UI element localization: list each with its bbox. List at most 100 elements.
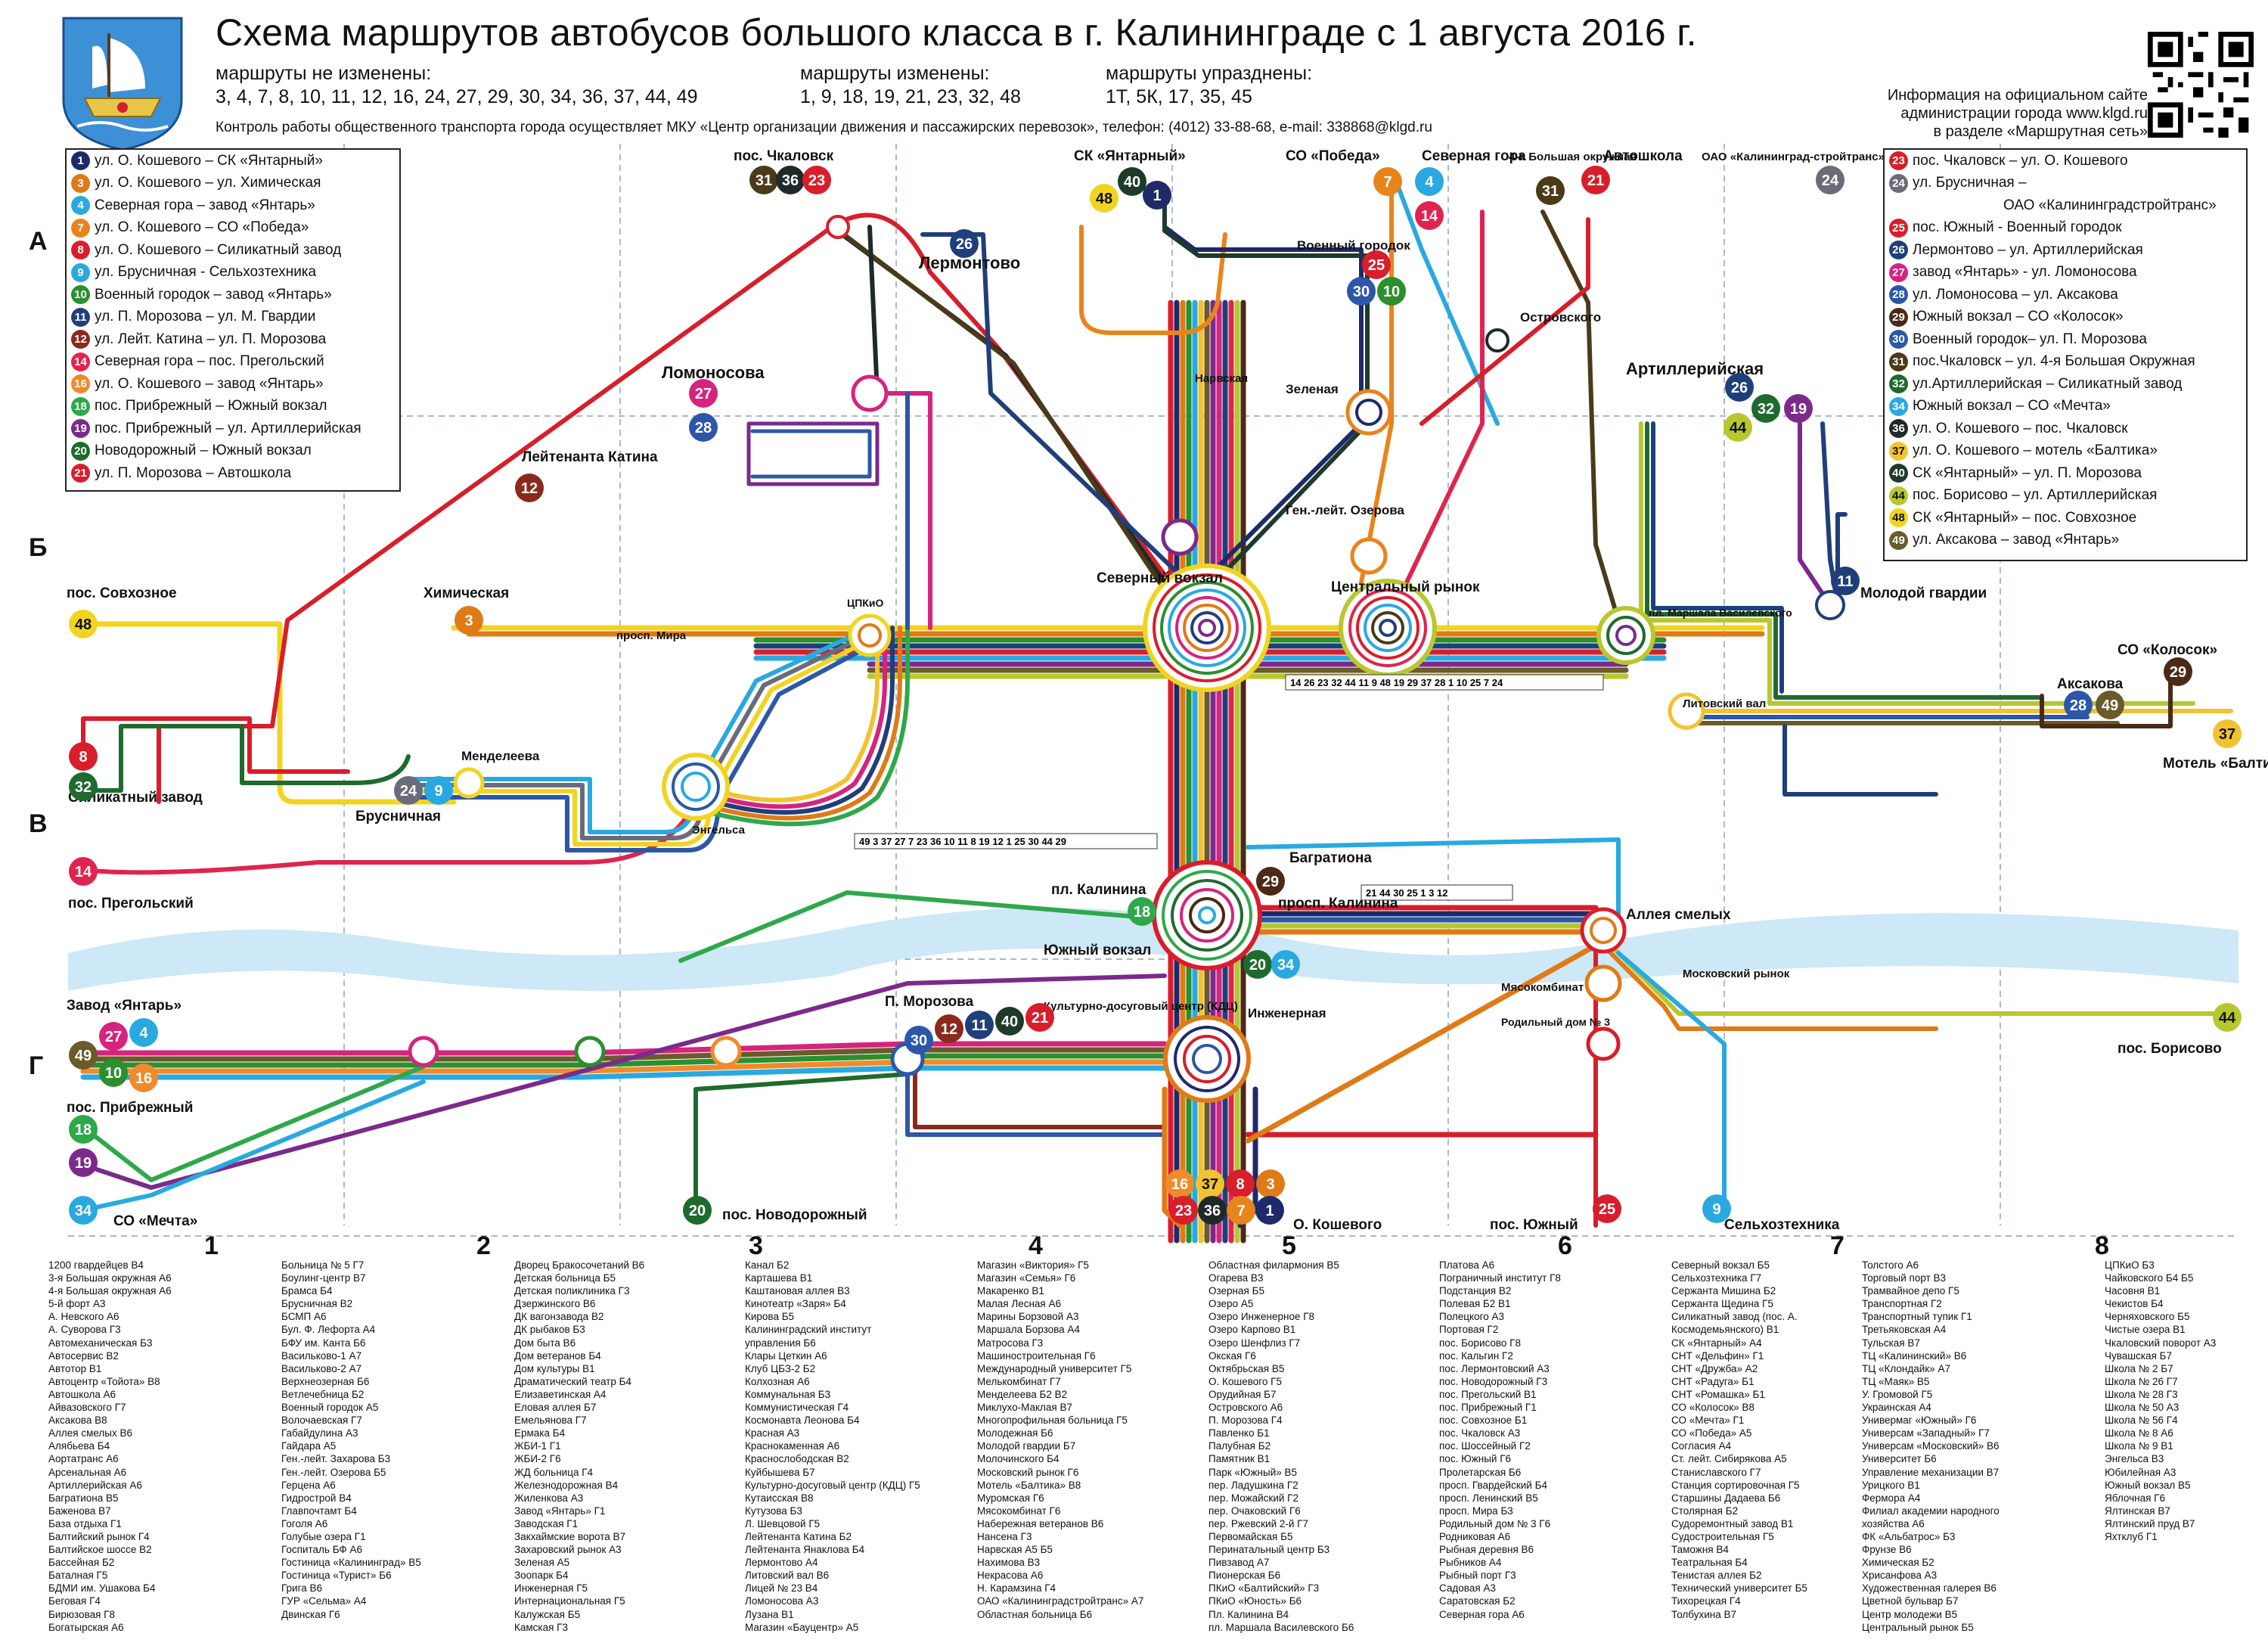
route-description: Северная гора – завод «Янтарь» <box>95 197 315 213</box>
city-coat-of-arms <box>62 17 183 151</box>
route-description: СК «Янтарный» – ул. П. Морозова <box>1913 464 2142 481</box>
svg-text:21: 21 <box>1032 1010 1048 1026</box>
badge-1-koshevogo: 1 <box>1255 1196 1284 1225</box>
row-letter-v: В <box>29 809 48 838</box>
route-number-badge: 48 <box>1889 508 1908 528</box>
route-description: ул. О. Кошевого – завод «Янтарь» <box>95 375 324 392</box>
route-strips: 49 3 37 27 7 23 36 10 11 8 19 12 1 25 30… <box>854 674 1604 901</box>
badge-16-yantar: 16 <box>129 1064 158 1092</box>
label-tspkio: ЦПКиО <box>847 597 883 609</box>
strip-top: 14 26 23 32 44 11 9 48 19 29 37 28 1 10 … <box>1290 677 1503 688</box>
route-number-badge: 19 <box>71 419 90 439</box>
route-number-badge: 25 <box>1889 218 1908 238</box>
svg-text:27: 27 <box>105 1029 122 1045</box>
cancelled-list: 1Т, 5К, 17, 35, 45 <box>1106 86 1252 107</box>
route-description: ул. О. Кошевого – пос. Чкаловск <box>1913 420 2128 436</box>
svg-text:36: 36 <box>1204 1203 1221 1219</box>
badge-30-morozova: 30 <box>904 1026 933 1054</box>
svg-text:12: 12 <box>941 1021 957 1038</box>
website-info: Информация на официальном сайте админист… <box>1777 86 2148 141</box>
hub-inzhenernaya <box>1163 1015 1251 1103</box>
badge-23-chkalovsk: 23 <box>802 166 831 194</box>
svg-text:16: 16 <box>135 1070 152 1087</box>
badge-3-khimicheskaya: 3 <box>455 606 483 635</box>
route-description: СК «Янтарный» – пос. Совхозное <box>1913 509 2137 526</box>
label-sovkhoznoe: пос. Совхозное <box>67 585 177 601</box>
svg-text:37: 37 <box>1202 1176 1218 1193</box>
label-lomonosova: Ломоносова <box>662 363 765 382</box>
svg-text:37: 37 <box>2219 726 2235 743</box>
control-notice: Контроль работы общественного транспорта… <box>216 120 1432 135</box>
badge-32-artil: 32 <box>1751 394 1780 423</box>
route-description: ул. П. Морозова – Автошкола <box>95 464 292 481</box>
legend-route-row: 48 СК «Янтарный» – пос. Совхозное <box>1885 507 2246 529</box>
badge-9-selkhoz: 9 <box>1702 1194 1731 1223</box>
unchanged-label: маршруты не изменены: <box>216 63 432 84</box>
svg-text:26: 26 <box>956 236 973 253</box>
label-o-koshevogo: О. Кошевого <box>1293 1217 1382 1233</box>
svg-text:3: 3 <box>464 613 473 629</box>
route-number-badge: 10 <box>71 285 90 305</box>
label-ostrovskogo: Островского <box>1520 310 1601 325</box>
label-leitenanta-katina: Лейтенанта Катина <box>522 449 658 465</box>
badge-14-pregolsky: 14 <box>69 857 98 886</box>
col-number-3: 3 <box>749 1231 763 1260</box>
badge-10-voenny: 10 <box>1377 277 1406 306</box>
route-description: пос. Южный - Военный городок <box>1913 219 2122 236</box>
qr-code[interactable] <box>2148 32 2254 138</box>
label-pos-pribrezhny: пос. Прибрежный <box>67 1100 193 1116</box>
info-line-1: Информация на официальном сайте <box>1887 87 2148 104</box>
route-description: ул. О. Кошевого – ул. Химическая <box>95 175 321 191</box>
badge-23-koshevogo: 23 <box>1169 1196 1198 1225</box>
label-p-morozova: П. Морозова <box>885 994 974 1010</box>
route-description: пос. Прибрежный – ул. Артиллерийская <box>95 420 361 436</box>
street-index-col-10: ЦПКиО Б3 Чайковского Б4 Б5 Часовня В1 Че… <box>2105 1259 2217 1542</box>
label-brusnichnaya: Брусничная <box>355 809 441 824</box>
route-description: ул. Брусничная – <box>1913 175 2027 191</box>
badge-36-chkalovsk: 36 <box>776 166 805 194</box>
svg-text:32: 32 <box>1758 401 1774 418</box>
map-title: Схема маршрутов автобусов большого класс… <box>216 11 1697 54</box>
label-so-pobeda: СО «Победа» <box>1286 148 1380 164</box>
svg-text:31: 31 <box>1542 183 1559 200</box>
route-description: ул.Артиллерийская – Силикатный завод <box>1913 375 2183 392</box>
badge-19-pribr: 19 <box>69 1148 98 1177</box>
label-aksakova: Аксакова <box>2057 676 2124 692</box>
street-index-col-6: Областная филармония В5 Огарева В3 Озерн… <box>1208 1259 1354 1633</box>
cancelled-label: маршруты упразднены: <box>1106 63 1313 84</box>
route-description: ОАО «Калининградстройтранс» <box>2003 197 2217 213</box>
route-number-badge: 44 <box>1889 486 1908 505</box>
svg-text:36: 36 <box>782 172 799 189</box>
label-mendeleeva: Менделеева <box>461 749 540 763</box>
svg-text:40: 40 <box>1124 174 1140 191</box>
website-link[interactable]: администрации города www.klgd.ru <box>1900 105 2148 122</box>
badge-7-koshevogo: 7 <box>1227 1196 1255 1225</box>
route-description: ул. О. Кошевого – СК «Янтарный» <box>95 152 323 169</box>
changed-list: 1, 9, 18, 19, 21, 23, 32, 48 <box>800 86 1021 107</box>
badge-18-yuzhny: 18 <box>1128 897 1156 926</box>
badge-48-sk: 48 <box>1090 184 1118 213</box>
route-description: ул. Лейт. Катина – ул. П. Морозова <box>95 331 327 347</box>
label-inzhenernaya: Инженерная <box>1248 1006 1326 1020</box>
route-description: завод «Янтарь» - ул. Ломоносова <box>1913 264 2137 281</box>
svg-text:27: 27 <box>695 386 712 402</box>
svg-text:1: 1 <box>1265 1203 1274 1219</box>
svg-text:18: 18 <box>1134 904 1150 921</box>
label-zavod-yantar: Завод «Янтарь» <box>67 998 182 1014</box>
cancelled-routes: маршруты упразднены: 1Т, 5К, 17, 35, 45 <box>1106 62 1312 109</box>
svg-text:9: 9 <box>1712 1201 1720 1218</box>
svg-text:23: 23 <box>1175 1203 1192 1219</box>
route-number-badge: 16 <box>71 374 90 394</box>
badge-36-koshevogo: 36 <box>1198 1196 1227 1225</box>
badge-24-brusnichnaya: 24 <box>394 776 423 805</box>
